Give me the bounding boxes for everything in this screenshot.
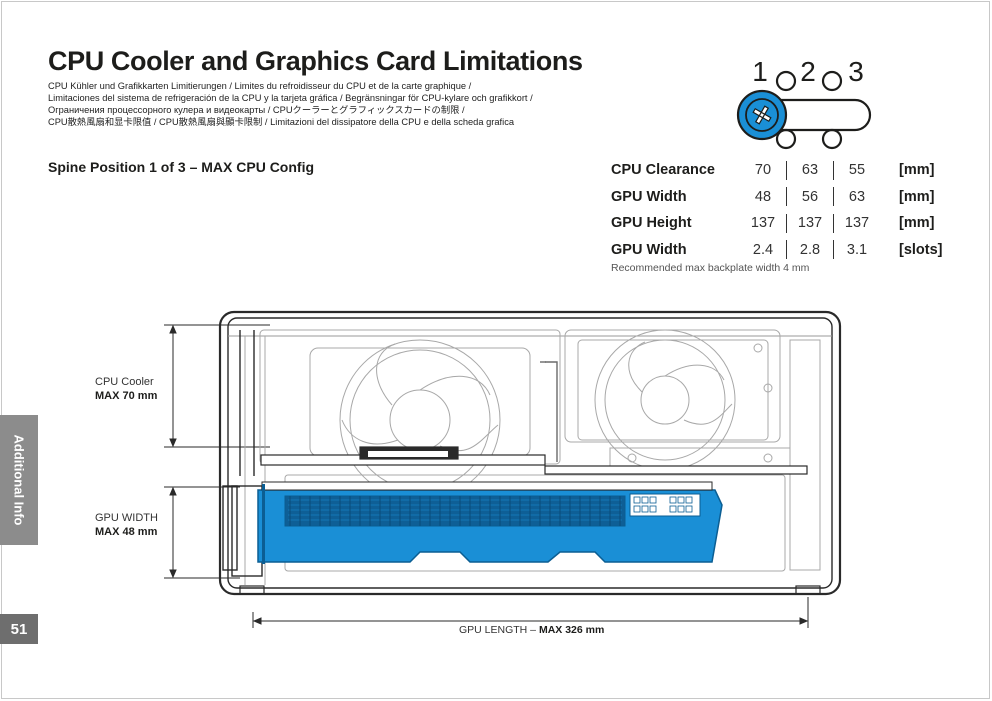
spec-value: 2.8 [799, 241, 821, 258]
spec-value: 63 [801, 162, 819, 179]
gpu-card [257, 481, 723, 564]
spec-value: 137 [844, 215, 870, 232]
multilingual-subtitles: CPU Kühler und Grafikkarten Limitierunge… [48, 80, 608, 128]
spine-hole-bottom [775, 128, 797, 150]
pci-bracket [222, 330, 263, 577]
screw-icon [736, 89, 788, 141]
cooler-bracket [540, 361, 558, 462]
page-number: 51 [0, 614, 38, 644]
subtitle-line: Limitaciones del sistema de refrigeració… [48, 93, 533, 103]
cpu-cooler-dimension-label: CPU Cooler MAX 70 mm [95, 375, 157, 403]
spine-position-diagram: 1 2 3 [736, 56, 872, 150]
spine-hole-top [775, 70, 797, 92]
spec-label: GPU Width [611, 241, 687, 258]
spine-position-label-2: 2 [800, 56, 816, 87]
section-side-tab: Additional Info [0, 415, 38, 545]
fan-right [594, 329, 736, 471]
spine-position-label-3: 3 [848, 56, 864, 87]
spec-row-gpu-slots: GPU Width 2.4 2.8 3.1 [slots] [611, 237, 943, 264]
spec-unit: [mm] [899, 215, 935, 232]
gpu-width-caption: GPU WIDTH [95, 512, 158, 524]
spec-label: GPU Width [611, 188, 687, 205]
spine-hole-top [821, 70, 843, 92]
spec-label: GPU Height [611, 215, 692, 232]
motherboard [260, 446, 808, 475]
spec-value: 70 [754, 162, 772, 179]
gpu-length-max: MAX 326 mm [538, 624, 605, 636]
spec-value: 48 [754, 188, 772, 205]
spec-label: CPU Clearance [611, 162, 715, 179]
spec-table: CPU Clearance 70 63 55 [mm] GPU Width 48… [611, 157, 943, 263]
spine-position-label-1: 1 [752, 56, 768, 87]
fan-left [309, 339, 531, 501]
spec-row-gpu-width: GPU Width 48 56 63 [mm] [611, 184, 943, 211]
spec-value: 2.4 [752, 241, 774, 258]
gpu-width-dimension-label: GPU WIDTH MAX 48 mm [95, 511, 158, 539]
spec-row-gpu-height: GPU Height 137 137 137 [mm] [611, 210, 943, 237]
spec-value: 63 [848, 188, 866, 205]
subtitle-line: CPU Kühler und Grafikkarten Limitierunge… [48, 81, 472, 91]
spec-row-cpu-clearance: CPU Clearance 70 63 55 [mm] [611, 157, 943, 184]
case-outline [218, 310, 842, 596]
spec-value: 3.1 [846, 241, 868, 258]
spec-unit: [mm] [899, 188, 935, 205]
spec-unit: [slots] [899, 241, 943, 258]
config-title: Spine Position 1 of 3 – MAX CPU Config [48, 159, 315, 175]
spec-value: 55 [848, 162, 866, 179]
gpu-length-dimension-line [252, 597, 809, 628]
case-feet [239, 585, 821, 595]
spec-value: 137 [750, 215, 776, 232]
cpu-cooler-caption: CPU Cooler [95, 376, 154, 388]
subtitle-line: Ограничения процессорного кулера и видео… [48, 105, 465, 115]
gpu-length-dimension-label: GPU LENGTH – MAX 326 mm [456, 624, 608, 636]
gpu-length-caption: GPU LENGTH – [459, 624, 537, 636]
cpu-cooler-dimension-line [164, 324, 270, 448]
spec-value: 137 [797, 215, 823, 232]
page-title: CPU Cooler and Graphics Card Limitations [48, 46, 583, 76]
section-side-tab-label: Additional Info [11, 434, 27, 526]
backplate-note: Recommended max backplate width 4 mm [611, 262, 810, 274]
spec-unit: [mm] [899, 162, 935, 179]
cpu-cooler-max: MAX 70 mm [95, 390, 158, 402]
gpu-width-max: MAX 48 mm [95, 526, 158, 538]
spine-hole-bottom [821, 128, 843, 150]
subtitle-line: CPU散熱風扇和显卡限值 / CPU散熱風扇與顯卡限制 / Limitazion… [48, 117, 515, 127]
spec-value: 56 [801, 188, 819, 205]
